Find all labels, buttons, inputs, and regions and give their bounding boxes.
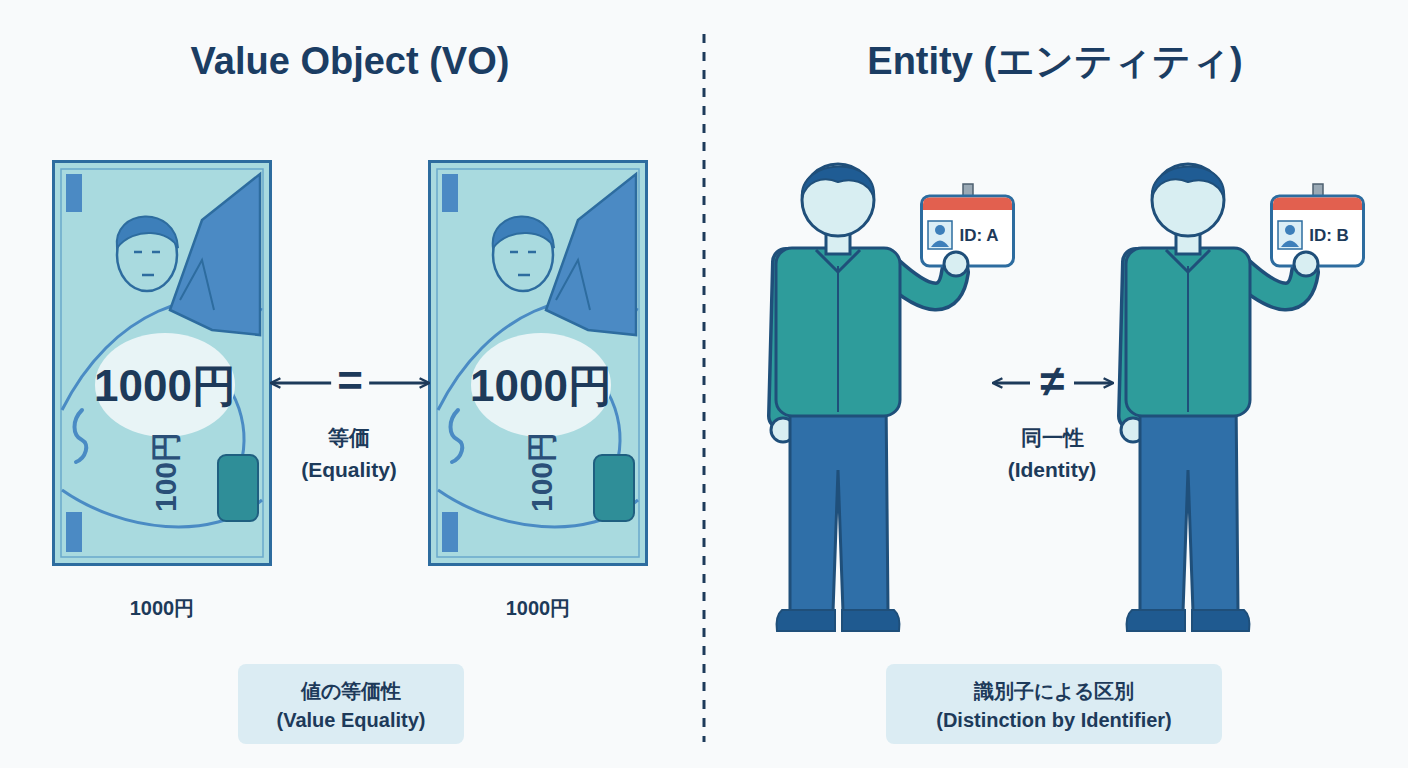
divider-line bbox=[703, 34, 706, 742]
shoe bbox=[1192, 610, 1249, 631]
section-title: Value Object (VO) bbox=[191, 41, 510, 83]
relation-label: 等価 bbox=[328, 426, 370, 449]
badge-photo-head bbox=[1285, 225, 1295, 235]
portrait-lapel bbox=[556, 260, 590, 310]
note-medallion bbox=[95, 333, 235, 437]
section-title: Entity (エンティティ) bbox=[867, 41, 1242, 83]
badge-band bbox=[923, 198, 1012, 211]
badge-body bbox=[922, 196, 1014, 266]
hair bbox=[1152, 166, 1224, 198]
edge-label: = bbox=[331, 357, 369, 405]
shirt bbox=[776, 248, 900, 416]
identity-arrow bbox=[1074, 382, 1112, 385]
note-caption: 1000円 bbox=[506, 597, 571, 619]
badge-photo bbox=[1278, 221, 1302, 249]
note-caption: 1000円 bbox=[130, 597, 195, 619]
equality-arrow bbox=[272, 382, 428, 385]
hair bbox=[802, 166, 874, 198]
summary-heading: 識別子による区別 bbox=[974, 680, 1134, 702]
note-vertical-value: 100円 bbox=[525, 432, 558, 512]
relation-symbol: ≠ bbox=[1040, 357, 1064, 405]
badge-id: ID: B bbox=[1309, 227, 1349, 246]
note-frame bbox=[61, 169, 263, 557]
note-body bbox=[430, 162, 647, 565]
identity-arrow bbox=[994, 382, 1030, 385]
hand bbox=[944, 252, 968, 276]
hand bbox=[1294, 252, 1318, 276]
portrait-hair bbox=[493, 216, 554, 248]
badge-photo-body bbox=[1281, 241, 1299, 248]
shirt-placket bbox=[837, 266, 839, 412]
shirt-placket bbox=[1187, 266, 1189, 412]
id-badge: ID: A bbox=[920, 190, 1015, 268]
note-medallion bbox=[471, 333, 611, 437]
head bbox=[1152, 164, 1224, 236]
shirt bbox=[1126, 248, 1250, 416]
collar bbox=[1166, 250, 1210, 272]
relation-subtitle: (Equality) bbox=[301, 458, 397, 481]
note-hologram bbox=[218, 455, 258, 521]
portrait-suit bbox=[546, 174, 636, 335]
note-value: 1000円 bbox=[470, 362, 612, 410]
badge-photo-head bbox=[935, 225, 945, 235]
badge-photo-body bbox=[931, 241, 949, 248]
summary-subtitle: (Distinction by Identifier) bbox=[936, 709, 1172, 731]
badge-band bbox=[1273, 198, 1362, 211]
note-swirl bbox=[75, 410, 87, 462]
note-frame bbox=[437, 169, 639, 557]
summary-subtitle: (Value Equality) bbox=[277, 709, 426, 731]
note-corner-block bbox=[442, 174, 458, 212]
summary-box: 識別子による区別 (Distinction by Identifier) bbox=[886, 664, 1222, 744]
note-body bbox=[54, 162, 271, 565]
portrait-suit bbox=[170, 174, 260, 335]
portrait-features bbox=[510, 252, 536, 275]
note-hologram bbox=[594, 455, 634, 521]
note-value: 1000円 bbox=[94, 362, 236, 410]
banknote: 1000円100円1000円 bbox=[428, 160, 648, 566]
person-figure bbox=[1121, 164, 1305, 631]
shoe bbox=[777, 610, 835, 631]
note-corner-block bbox=[442, 512, 458, 552]
relation-label: 同一性 bbox=[1021, 426, 1084, 449]
shoe bbox=[1127, 610, 1185, 631]
badge-id: ID: A bbox=[959, 227, 998, 246]
person-figure bbox=[771, 164, 955, 631]
banknote: 1000円100円1000円 bbox=[52, 160, 272, 566]
id-badge: ID: B bbox=[1270, 190, 1365, 268]
summary-box: 値の等価性 (Value Equality) bbox=[238, 664, 464, 744]
portrait-features bbox=[134, 252, 160, 275]
note-corner-block bbox=[66, 512, 82, 552]
relation-subtitle: (Identity) bbox=[1008, 458, 1097, 481]
note-vertical-value: 100円 bbox=[149, 432, 182, 512]
portrait-hair bbox=[117, 216, 178, 248]
summary-heading: 値の等価性 bbox=[301, 680, 401, 702]
trousers bbox=[1140, 395, 1238, 612]
badge-photo bbox=[928, 221, 952, 249]
badge-body bbox=[1272, 196, 1364, 266]
collar bbox=[816, 250, 860, 272]
note-corner-block bbox=[66, 174, 82, 212]
head bbox=[802, 164, 874, 236]
note-swirl bbox=[451, 410, 463, 462]
shoe bbox=[842, 610, 899, 631]
portrait-lapel bbox=[180, 260, 214, 310]
trousers bbox=[790, 395, 888, 612]
